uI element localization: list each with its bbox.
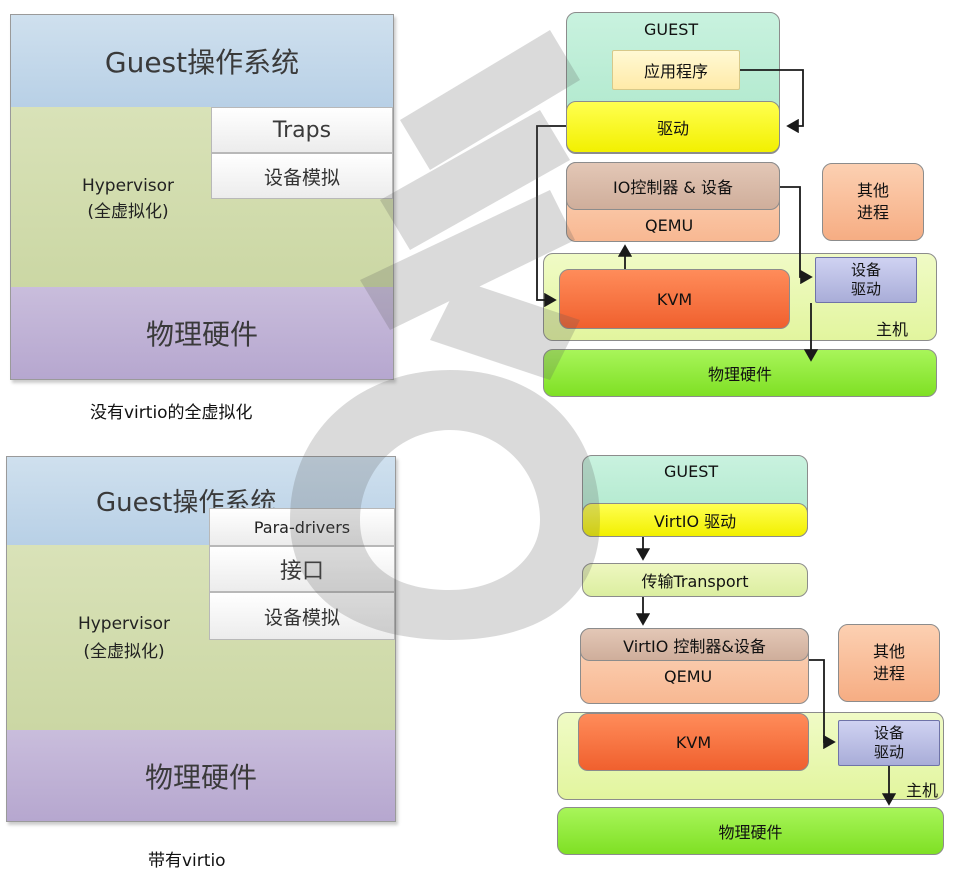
driver-box: 驱动 [566,101,780,153]
other-process-box: 其他 进程 [838,624,940,702]
caption-with-virtio: 带有virtio [148,851,226,871]
application-label: 应用程序 [643,62,708,81]
virtio-driver-label: VirtIO 驱动 [653,512,737,531]
device-driver-box: 设备 驱动 [815,257,917,303]
device-emulation-box: 设备模拟 [211,153,393,199]
qemu-label: QEMU [645,216,694,235]
hypervisor-label: Hypervisor [81,176,175,196]
device-driver-label-2: 驱动 [873,743,904,761]
hardware-label: 物理硬件 [707,365,772,384]
hypervisor-text: Hypervisor (全虚拟化) [68,173,188,225]
other-process-label-1: 其他 [872,642,905,661]
interface-box: 接口 [209,546,395,592]
guest-os-layer: Guest操作系统 [11,15,393,107]
interface-label: 接口 [279,559,324,584]
guest-label: GUEST [644,20,699,39]
hardware-layer: 物理硬件 [11,287,393,379]
other-process-label-1: 其他 [856,181,889,200]
full-virt-label: (全虚拟化) [87,202,169,222]
full-virt-label: (全虚拟化) [83,642,165,662]
other-process-box: 其他 进程 [822,163,924,241]
hardware-box: 物理硬件 [543,349,937,397]
virtio-controller-label: VirtIO 控制器&设备 [623,636,766,656]
kvm-label: KVM [656,289,693,309]
device-emulation-label: 设备模拟 [263,606,340,629]
application-box: 应用程序 [612,50,740,90]
transport-box: 传输Transport [582,563,808,597]
other-process-label-2: 进程 [856,203,889,222]
para-drivers-label: Para-drivers [253,517,351,537]
full-virt-stack [10,14,394,380]
hypervisor-label: Hypervisor [77,614,171,634]
hardware-label: 物理硬件 [718,823,783,842]
device-emulation-label: 设备模拟 [263,166,340,189]
transport-label: 传输Transport [641,572,749,591]
device-emulation-box: 设备模拟 [209,592,395,640]
io-controller-label: IO控制器 & 设备 [613,178,733,197]
other-process-label-2: 进程 [872,664,905,683]
kvm-box: KVM [559,269,790,329]
host-label: 主机 [876,320,909,339]
io-controller-box: IO控制器 & 设备 [566,162,780,210]
qemu-label: QEMU [664,667,713,686]
kvm-label: KVM [675,732,712,752]
device-driver-label-1: 设备 [850,261,881,279]
guest-os-label: Guest操作系统 [104,46,300,79]
device-driver-label-2: 驱动 [850,280,881,298]
hardware-label: 物理硬件 [144,760,257,794]
kvm-box: KVM [578,713,809,771]
device-driver-box: 设备 驱动 [838,720,940,766]
device-driver-label-1: 设备 [873,724,904,742]
driver-label: 驱动 [656,119,689,138]
para-drivers-box: Para-drivers [209,508,395,546]
hardware-layer: 物理硬件 [7,730,395,821]
host-label: 主机 [906,781,939,800]
virtio-stack [6,456,396,822]
guest-label: GUEST [664,462,719,481]
hardware-label: 物理硬件 [145,318,258,351]
hypervisor-text: Hypervisor (全虚拟化) [62,610,186,666]
hardware-box: 物理硬件 [557,807,944,855]
virtio-controller-box: VirtIO 控制器&设备 [580,628,809,661]
traps-label: Traps [272,117,332,143]
virtio-driver-box: VirtIO 驱动 [582,503,808,537]
traps-box: Traps [211,107,393,153]
caption-without-virtio: 没有virtio的全虚拟化 [90,403,253,423]
